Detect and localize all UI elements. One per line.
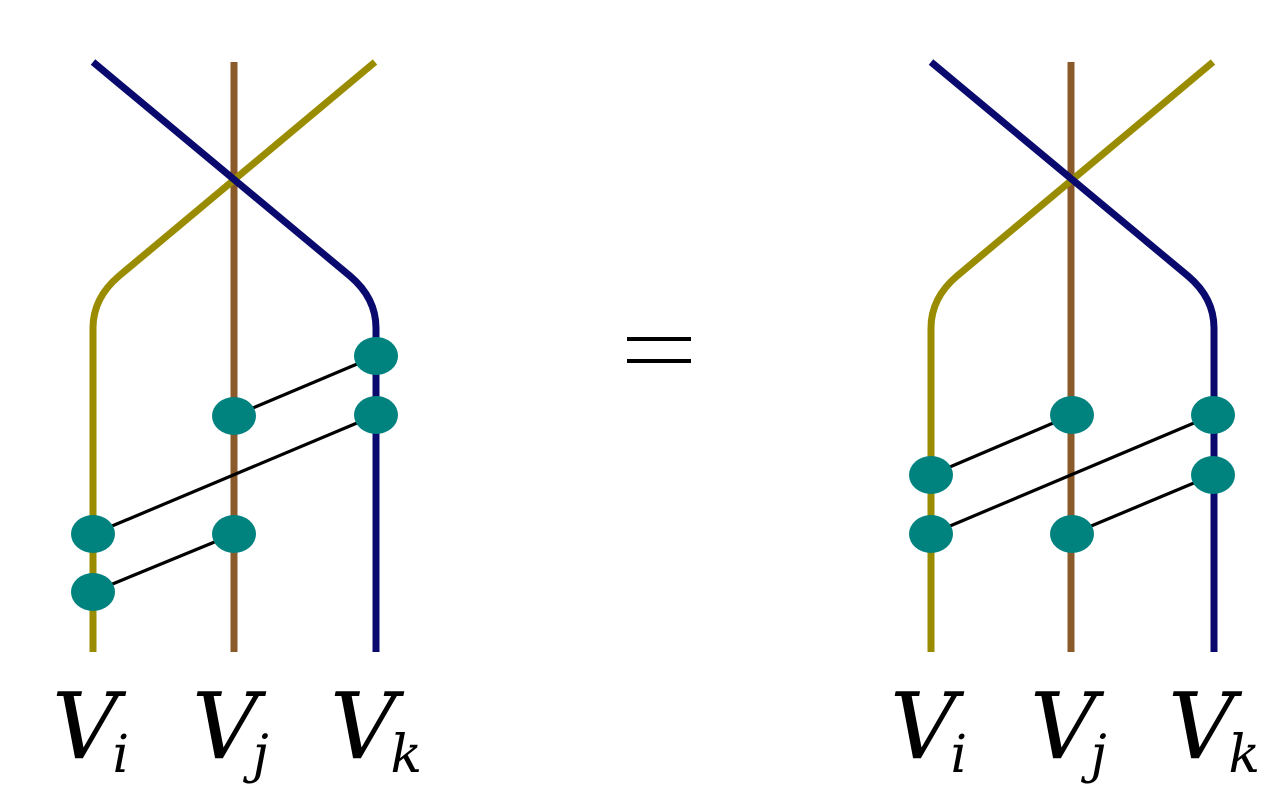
- right-strand-k: [928, 59, 1218, 652]
- right-node: [1191, 396, 1235, 434]
- right-label-vk: Vk: [1168, 673, 1260, 785]
- left-label-vj: Vj: [192, 673, 269, 785]
- right-link: [930, 413, 1073, 477]
- right-diagram: Vi Vj Vk: [890, 59, 1260, 785]
- right-link: [1071, 473, 1214, 536]
- left-link: [233, 354, 377, 418]
- left-node: [212, 515, 256, 553]
- left-node: [71, 515, 115, 553]
- left-strand-i: [89, 59, 378, 652]
- right-node: [1050, 396, 1094, 434]
- left-label-vi: Vi: [52, 673, 129, 785]
- left-link: [92, 413, 377, 536]
- left-link: [92, 532, 235, 594]
- right-node: [1050, 515, 1094, 553]
- right-node: [909, 515, 953, 553]
- left-node: [71, 573, 115, 611]
- right-link: [930, 413, 1214, 536]
- left-label-vk: Vk: [330, 673, 422, 785]
- left-node: [354, 337, 398, 375]
- right-label-vj: Vj: [1030, 673, 1107, 785]
- left-node: [212, 397, 256, 435]
- left-diagram: Vi Vj Vk: [52, 59, 422, 785]
- right-strand-i: [927, 59, 1216, 652]
- right-node: [1191, 456, 1235, 494]
- right-node: [909, 456, 953, 494]
- equals-sign: [627, 337, 691, 363]
- left-strand-k: [90, 59, 380, 652]
- right-label-vi: Vi: [890, 673, 967, 785]
- left-node: [354, 396, 398, 434]
